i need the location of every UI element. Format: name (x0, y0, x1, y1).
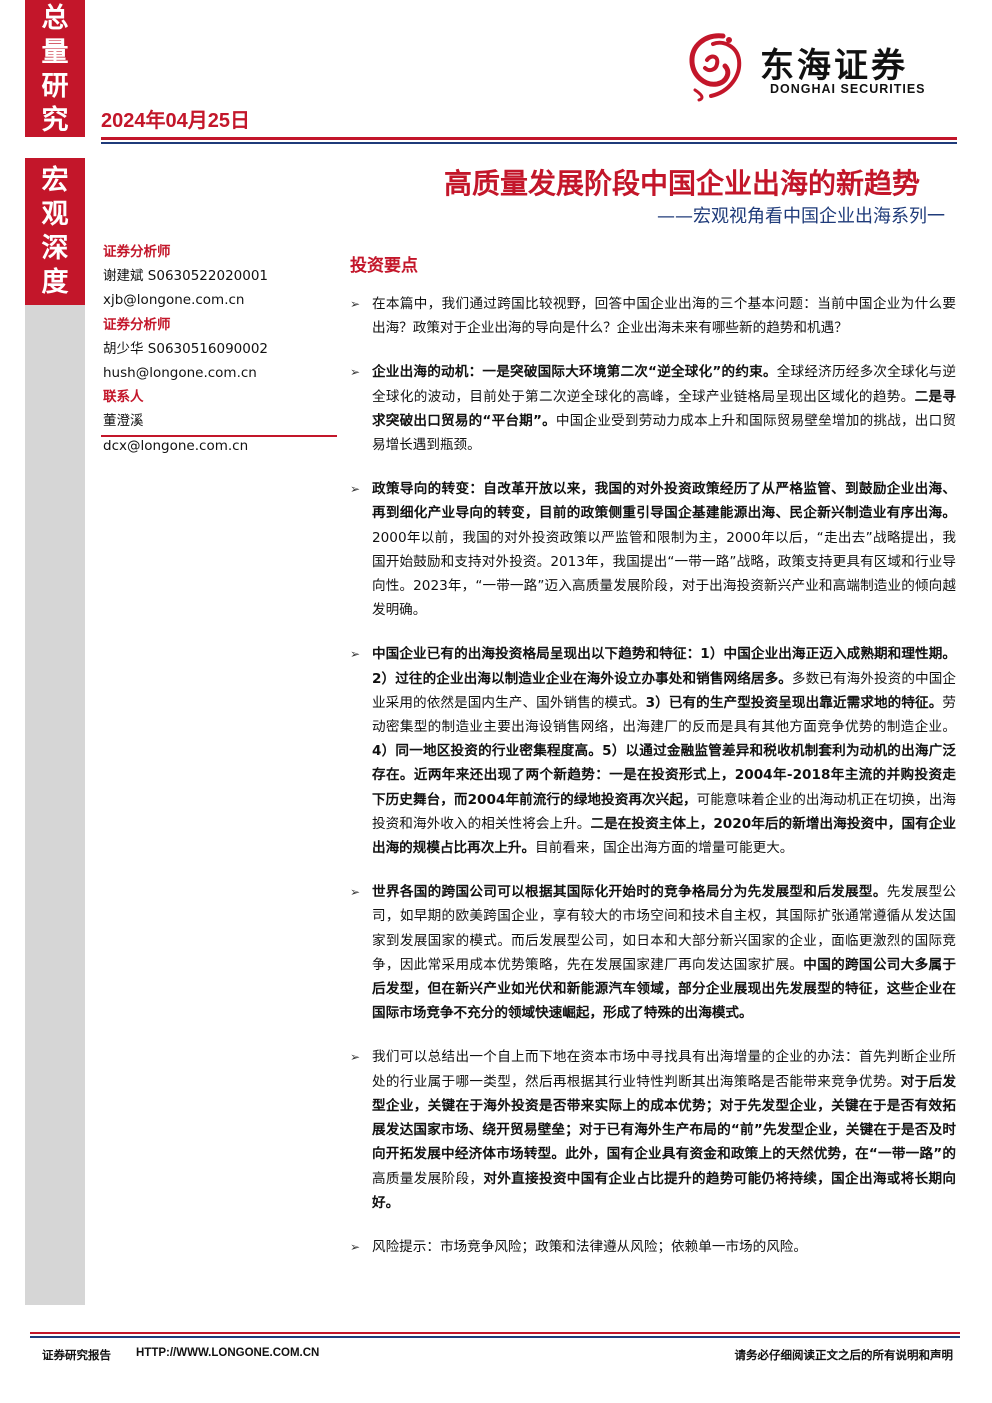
category-char: 度 (41, 267, 69, 298)
report-subtitle: ——宏观视角看中国企业出海系列一 (657, 206, 945, 227)
triangle-right-icon: ➢ (350, 482, 361, 497)
key-point-text: 2000年以前，我国的对外投资政策以严监管和限制为主，2000年以后，“走出去”… (372, 529, 956, 619)
triangle-right-icon: ➢ (350, 365, 361, 380)
triangle-right-icon: ➢ (350, 1239, 361, 1254)
category-char: 量 (41, 37, 69, 68)
category-char: 总 (41, 3, 69, 34)
key-point-bold-text: 3）已有的生产型投资呈现出靠近需求地的特征。 (645, 694, 943, 711)
key-point-bold-text: 对外直接投资中国有企业占比提升的趋势可能仍将持续，国企出海或将长期向好。 (372, 1170, 957, 1211)
key-point-text: 劳动密集型的制造业主要出海设销售网络，出海建厂的反而是具有其他方面竞争优势的制造… (372, 694, 956, 736)
key-point-bullet: ➢ 政策导向的转变：自改革开放以来，我国的对外投资政策经历了从严格监管、到鼓励企业… (348, 477, 956, 622)
footer-url-link[interactable]: HTTP://WWW.LONGONE.COM.CN (136, 1347, 320, 1359)
key-point-text: 高质量发展阶段， (372, 1170, 484, 1187)
category-char: 宏 (41, 165, 69, 196)
key-point-bold-text: 4）同一地区投资的行业密集程度高。5）以通过金融监管差异和税收机制套利为动机的出… (372, 743, 956, 808)
analyst-name-id: 胡少华 S0630516090002 (103, 340, 269, 357)
category-label-top: 总量研究 (25, 2, 85, 138)
key-point-bullet: ➢ 中国企业已有的出海投资格局呈现出以下趋势和特征：1）中国企业出海正迈入成熟期和… (348, 642, 956, 860)
key-point-bold-text: 二是在投资主体上，2020年后的新增出海投资中，国有企业出海的规模占比再次上升。 (372, 815, 956, 857)
analyst-list: 证券分析师 谢建斌 S0630522020001 xjb@longone.com… (103, 240, 338, 458)
key-point-bold-text: 中国的跨国公司大多属于后发型，但在新兴产业如光伏和新能源汽车领域，部分企业展现出… (372, 956, 956, 1022)
category-char: 研 (41, 71, 69, 102)
key-point-bold-text: 对于后发型企业，关键在于海外投资是否带来实际上的成本优势；对于先发型企业，关键在… (372, 1073, 957, 1163)
sidebar-gray-band (25, 305, 85, 1305)
analyst-email[interactable]: hush@longone.com.cn (103, 365, 257, 382)
section-heading: 投资要点 (350, 256, 418, 276)
key-point-text: 全球经济历经多次全球化与逆全球化的波动，目前处于第二次逆全球化的高峰，全球产业链… (372, 364, 956, 405)
analyst-email[interactable]: xjb@longone.com.cn (103, 292, 245, 309)
category-label-mid: 宏观深度 (25, 164, 85, 300)
key-point-bold-text: 企业出海的动机：一是突破国际大环境第二次“逆全球化”的约束。 (372, 364, 777, 381)
analyst-divider (101, 435, 337, 437)
header-rule-red (101, 137, 957, 140)
key-point-text: 目前看来，国企出海方面的增量可能更大。 (535, 840, 794, 857)
header-rule-blue (101, 142, 957, 144)
key-point-text: 多数已有海外投资的中国企业采用的依然是国内生产、国外销售的模式。 (372, 670, 956, 711)
category-strip-top: 总量研究 (25, 0, 85, 137)
key-point-text: 我们可以总结出一个自上而下地在资本市场中寻找具有出海增量的企业的办法：首先判断企… (372, 1049, 956, 1090)
report-date: 2024年04月25日 (101, 110, 250, 132)
key-point-text: 中国企业受到劳动力成本上升和国际贸易壁垒增加的挑战，出口贸易增长遇到瓶颈。 (372, 412, 956, 454)
footer-rule-blue (30, 1336, 960, 1338)
key-points-body: ➢ 在本篇中，我们通过跨国比较视野，回答中国企业出海的三个基本问题：当前中国企业为… (348, 292, 956, 1279)
analyst-name-id: 谢建斌 S0630522020001 (103, 268, 269, 285)
triangle-right-icon: ➢ (350, 1050, 361, 1065)
footer-rule-red (30, 1332, 960, 1334)
triangle-right-icon: ➢ (350, 647, 361, 662)
triangle-right-icon: ➢ (350, 297, 361, 311)
footer-report-type: 证券研究报告 (42, 1348, 111, 1362)
key-point-bullet: ➢ 我们可以总结出一个自上而下地在资本市场中寻找具有出海增量的企业的办法：首先判断… (348, 1045, 956, 1214)
analyst-role: 证券分析师 (103, 316, 171, 333)
key-point-text: 可能意味着企业的出海动机正在切换，出海投资和海外收入的相关性将会上升。 (372, 791, 956, 832)
key-point-bullet: ➢ 世界各国的跨国公司可以根据其国际化开始时的竞争格局分为先发展型和后发展型。先发… (348, 880, 956, 1025)
key-point-text: 在本篇中，我们通过跨国比较视野，回答中国企业出海的三个基本问题：当前中国企业为什… (372, 296, 956, 337)
report-title: 高质量发展阶段中国企业出海的新趋势 (443, 167, 920, 200)
brand-name-cn: 东海证券 (760, 46, 908, 86)
key-point-bullet: ➢ 风险提示：市场竞争风险；政策和法律遵从风险；依赖单一市场的风险。 (348, 1235, 956, 1259)
key-point-bold-text: 中国企业已有的出海投资格局呈现出以下趋势和特征：1）中国企业出海正迈入成熟期和理… (372, 646, 956, 687)
contact-name: 董澄溪 (103, 413, 144, 430)
key-point-text: 先发展型公司，如早期的欧美跨国企业，享有较大的市场空间和技术自主权，其国际扩张通… (372, 884, 957, 973)
category-char: 观 (41, 199, 69, 230)
category-char: 深 (41, 233, 69, 264)
key-point-bullet: ➢ 在本篇中，我们通过跨国比较视野，回答中国企业出海的三个基本问题：当前中国企业为… (348, 292, 956, 340)
footer-disclaimer: 请务必仔细阅读正文之后的所有说明和声明 (734, 1348, 954, 1362)
dragon-logo-icon (689, 33, 742, 102)
analyst-role: 证券分析师 (103, 244, 171, 260)
triangle-right-icon: ➢ (350, 885, 361, 900)
key-point-bold-text: 二是寻求突破出口贸易的“平台期”。 (372, 388, 957, 429)
key-point-bold-text: 世界各国的跨国公司可以根据其国际化开始时的竞争格局分为先发展型和后发展型。 (372, 884, 887, 901)
category-strip-mid: 宏观深度 (25, 158, 85, 305)
key-point-bold-text: 政策导向的转变：自改革开放以来，我国的对外投资政策经历了从严格监管、到鼓励企业出… (372, 481, 956, 522)
key-point-text: 风险提示：市场竞争风险；政策和法律遵从风险；依赖单一市场的风险。 (372, 1238, 807, 1255)
contact-email[interactable]: dcx@longone.com.cn (103, 437, 249, 454)
brand-name-en: DONGHAI SECURITIES (770, 82, 926, 96)
key-point-bullet: ➢ 企业出海的动机：一是突破国际大环境第二次“逆全球化”的约束。全球经济历经多次全… (348, 360, 956, 457)
contact-role: 联系人 (103, 389, 144, 406)
category-char: 究 (41, 105, 69, 136)
